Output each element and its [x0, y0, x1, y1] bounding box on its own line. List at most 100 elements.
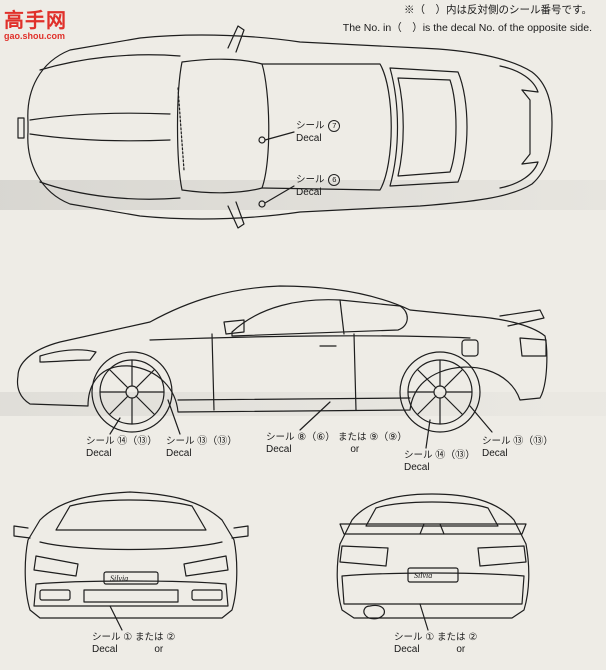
- top-hood-crease: [29, 112, 171, 121]
- front-bumper: [33, 580, 229, 607]
- label-side-left-14-en: Decal: [86, 448, 112, 459]
- label-side-left-14-jp: シール: [86, 436, 115, 447]
- rear-taillight-right: [477, 545, 527, 567]
- rear-spoiler: [339, 523, 527, 535]
- side-front-wheel: [91, 351, 173, 433]
- label-side-left-13-nums: ⑬（⑬）: [197, 436, 238, 447]
- side-greenhouse: [231, 299, 408, 337]
- top-leader-6: [264, 185, 295, 204]
- label-front-b: ②: [166, 632, 176, 643]
- side-leader-left-13: [167, 399, 181, 435]
- top-roof: [261, 63, 392, 191]
- top-view-car: [17, 25, 553, 229]
- label-side-mid: シール ⑧（⑥） または ⑨（⑨） Decal or: [266, 432, 407, 456]
- front-mirror-left: [13, 525, 31, 539]
- side-leader-right-14: [425, 419, 431, 449]
- background-print-band-lower: [0, 392, 606, 416]
- side-door-line: [211, 333, 215, 411]
- label-side-right-13-en: Decal: [482, 448, 508, 459]
- label-rear-or-jp: または: [437, 632, 466, 643]
- top-wiper-area: [177, 87, 185, 171]
- front-silvia-badge: Silvia: [110, 574, 129, 583]
- top-decal-7-marker: [258, 136, 266, 144]
- label-top-decal-7-en: Decal: [296, 132, 322, 144]
- top-front-bumper: [17, 117, 25, 139]
- front-headlight-left: [33, 555, 79, 577]
- side-leader-left-14: [109, 417, 121, 435]
- logo-url: gao.shou.com: [4, 31, 66, 41]
- top-rear-window: [389, 67, 468, 187]
- top-rear-window-inner: [397, 77, 457, 177]
- label-front-a: ①: [123, 632, 133, 643]
- top-windshield: [176, 58, 270, 194]
- front-leader-1: [109, 605, 123, 631]
- front-fog-left: [39, 589, 71, 601]
- side-fuel-door: [461, 339, 479, 357]
- side-belt-line: [149, 335, 471, 341]
- label-top-decal-6-num: 6: [328, 174, 341, 186]
- label-side-left-13-en: Decal: [166, 448, 192, 459]
- label-top-decal-6-en: Decal: [296, 186, 322, 198]
- label-side-mid-a: ⑧（⑥）: [297, 432, 336, 443]
- rear-taillight-left: [339, 545, 389, 567]
- side-mirror: [223, 319, 245, 335]
- side-leader-right-13: [469, 405, 493, 433]
- top-body-outline: [27, 34, 553, 220]
- label-side-right-14: シール ⑭（⑬） Decal: [404, 450, 475, 474]
- rear-leader-1: [419, 603, 429, 631]
- top-hood-crease-2: [29, 133, 171, 142]
- label-side-mid-b: ⑨（⑨）: [369, 432, 408, 443]
- top-spoiler: [499, 65, 539, 189]
- side-headlight: [39, 349, 97, 363]
- label-rear-a: ①: [425, 632, 435, 643]
- side-rear-wheel: [399, 351, 481, 433]
- top-mirror-upper: [227, 25, 245, 53]
- label-rear-en: Decal: [394, 644, 420, 655]
- label-front-en: Decal: [92, 644, 118, 655]
- label-side-left-14-nums: ⑭（⑬）: [117, 436, 158, 447]
- top-decal-6-marker: [258, 200, 266, 208]
- front-headlight-right: [183, 555, 229, 577]
- front-view-car: [13, 491, 249, 631]
- side-sill-line: [177, 397, 411, 401]
- label-front-jp: シール: [92, 632, 121, 643]
- logo-mark: 高手网: [4, 8, 67, 32]
- side-spoiler: [499, 309, 545, 327]
- rear-exhaust: [363, 604, 385, 620]
- label-rear: シール ① または ② Decal or: [394, 632, 477, 656]
- label-side-right-13-nums: ⑬（⑬）: [513, 436, 554, 447]
- label-side-mid-or-en: or: [350, 444, 360, 455]
- label-rear-b: ②: [468, 632, 478, 643]
- rear-plate: [407, 567, 459, 583]
- label-side-right-13: シール ⑬（⑬） Decal: [482, 436, 553, 460]
- top-hood-line: [39, 54, 181, 71]
- label-rear-or-en: or: [456, 644, 466, 655]
- side-taillight: [519, 337, 547, 357]
- front-plate: [103, 571, 159, 585]
- label-top-decal-7: シール 7 Decal: [296, 120, 341, 145]
- front-body-outline: [24, 491, 238, 619]
- rear-silvia-badge: Silvia: [414, 571, 433, 580]
- label-side-right-14-jp: シール: [404, 450, 433, 461]
- label-side-right-14-nums: ⑭（⑬）: [435, 450, 476, 461]
- front-fog-right: [191, 589, 223, 601]
- label-top-decal-7-num: 7: [328, 120, 341, 132]
- front-mirror-right: [231, 525, 249, 539]
- rear-body-outline: [336, 493, 530, 619]
- rear-window: [365, 501, 499, 527]
- top-hood-line-lower: [39, 181, 181, 200]
- top-spoiler-wing: [521, 89, 531, 165]
- top-leader-7: [264, 131, 295, 141]
- site-logo: 高手网 gao.shou.com: [4, 4, 74, 42]
- front-windshield: [55, 499, 207, 531]
- note-japanese: ※（ ）内は反対側のシール番号です。: [404, 4, 592, 16]
- label-front-or-en: or: [154, 644, 164, 655]
- label-side-right-13-jp: シール: [482, 436, 511, 447]
- side-view-car: [16, 285, 548, 449]
- side-body-outline: [16, 285, 548, 413]
- label-side-mid-en: Decal: [266, 444, 292, 455]
- rear-bumper: [341, 572, 525, 605]
- rear-view-car: [336, 493, 530, 631]
- label-front-or-jp: または: [135, 632, 164, 643]
